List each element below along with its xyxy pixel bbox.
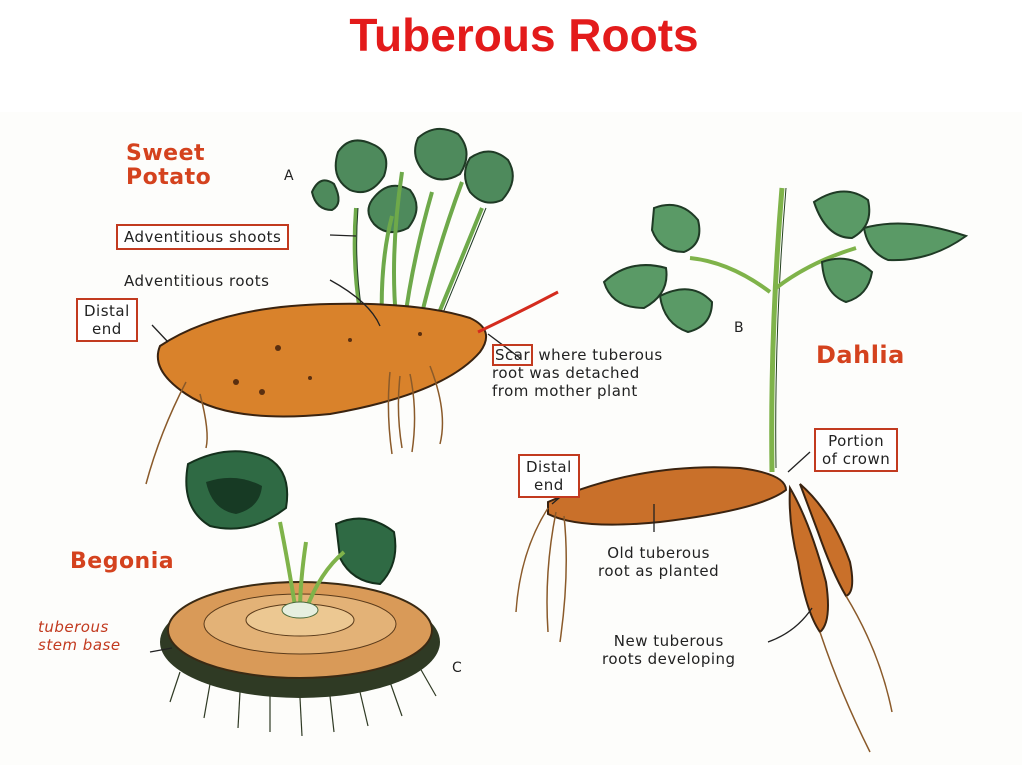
figure-letter-c: C bbox=[452, 660, 462, 676]
sweet-potato-drawing bbox=[145, 127, 559, 485]
distal-end-label-a: Distal end bbox=[76, 298, 138, 342]
tuberous-stem-base-label: tuberous stem base bbox=[38, 618, 121, 654]
sweet-potato-name: Sweet Potato bbox=[126, 141, 212, 190]
illustration-panel: Sweet Potato A Adventitious shoots Adven… bbox=[0, 112, 1022, 765]
begonia-drawing bbox=[149, 450, 440, 737]
figure-letter-a: A bbox=[284, 168, 294, 184]
begonia-name: Begonia bbox=[70, 549, 175, 574]
adventitious-shoots-label: Adventitious shoots bbox=[116, 224, 290, 250]
new-tuberous-roots-label: New tuberous roots developing bbox=[602, 632, 736, 668]
scar-word: Scar bbox=[492, 344, 534, 366]
dahlia-name: Dahlia bbox=[816, 341, 905, 369]
portion-of-crown-label: Portion of crown bbox=[814, 428, 899, 472]
scar-label: Scar where tuberous root was detached fr… bbox=[492, 344, 663, 400]
scar-rest-line-3: from mother plant bbox=[492, 382, 638, 400]
dahlia-drawing bbox=[515, 187, 969, 753]
scar-rest-line-2: root was detached bbox=[492, 364, 640, 382]
adventitious-roots-label: Adventitious roots bbox=[124, 272, 270, 290]
scar-rest-line-1: where tuberous bbox=[533, 346, 663, 364]
old-tuberous-root-label: Old tuberous root as planted bbox=[598, 544, 720, 580]
page-title: Tuberous Roots bbox=[349, 9, 699, 61]
distal-end-label-b: Distal end bbox=[518, 454, 580, 498]
figure-letter-b: B bbox=[734, 320, 744, 336]
